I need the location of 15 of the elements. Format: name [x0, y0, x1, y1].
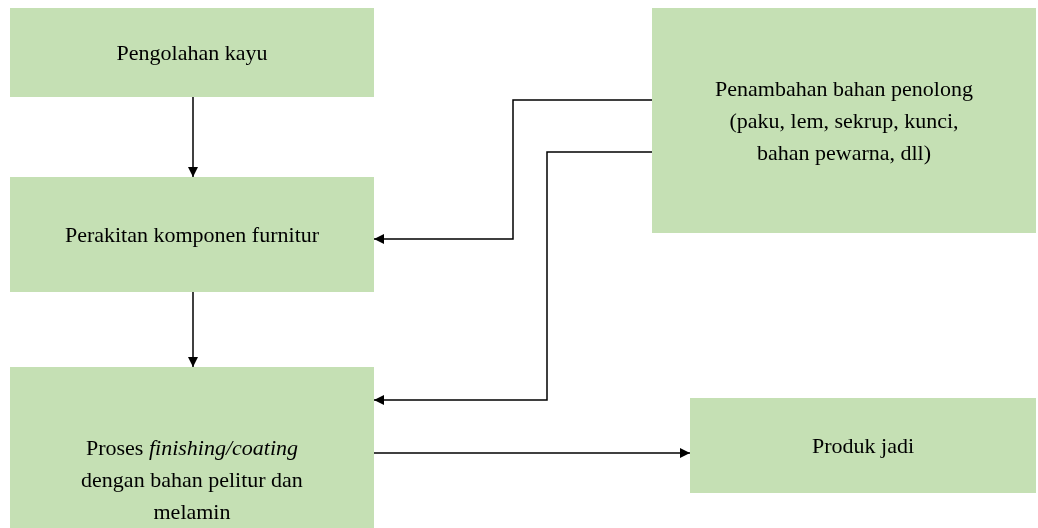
arrow [188, 96, 198, 178]
process-box [652, 8, 1036, 233]
box-text: Proses finishing/coating dengan bahan pelitur dan melamin [80, 434, 304, 526]
box-text: Penambahan bahan penolong (paku, lem, sekrup, kunci, bahan pewarna, dll) [714, 74, 974, 167]
process-box [10, 367, 374, 528]
process-box [690, 398, 1036, 493]
process-box [10, 177, 374, 292]
arrow [373, 99, 653, 244]
box-text: Perakitan komponen furnitur [63, 220, 321, 249]
box-text: Pengolahan kayu [115, 38, 269, 67]
box-text: Produk jadi [810, 431, 916, 460]
arrow [373, 448, 691, 458]
arrow [188, 291, 198, 368]
arrow [373, 151, 653, 405]
process-box [10, 8, 374, 97]
